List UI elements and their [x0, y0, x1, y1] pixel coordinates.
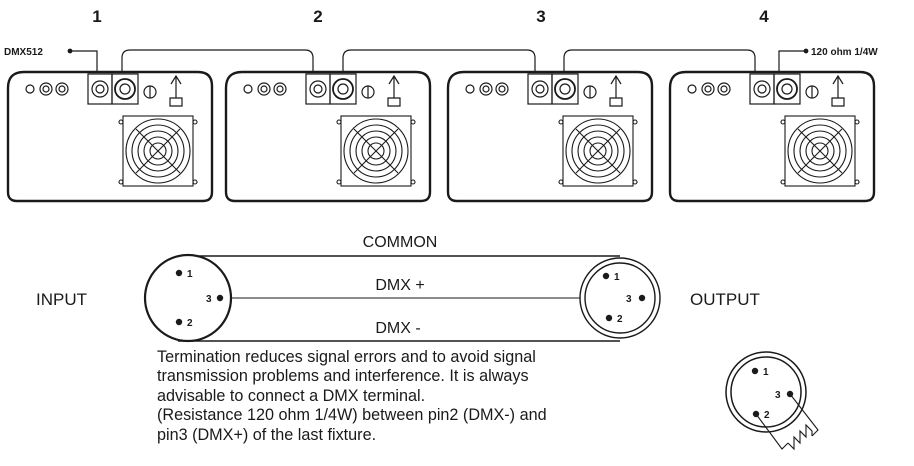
- output-pin-2-label: 2: [617, 314, 623, 325]
- note-line: Termination reduces signal errors and to…: [157, 348, 536, 366]
- dmx-minus-label: DMX -: [375, 320, 420, 337]
- input-pin-3-label: 3: [206, 294, 212, 305]
- cable-wires: [178, 255, 620, 342]
- output-connector: [579, 257, 661, 339]
- fixture-body: [668, 70, 876, 203]
- fixture-4: [668, 70, 876, 203]
- termination-resistor: [755, 393, 819, 451]
- output-label: OUTPUT: [690, 290, 760, 309]
- common-label: COMMON: [363, 234, 438, 251]
- note-line: pin3 (DMX+) of the last fixture.: [157, 425, 377, 444]
- input-label: INPUT: [36, 290, 87, 309]
- fan-grille-fixture-3: [558, 115, 638, 187]
- cable-3-to-4: [563, 49, 756, 73]
- fixture-2: [224, 70, 432, 203]
- fixture-body: [446, 70, 654, 203]
- terminator-lead: [778, 48, 809, 72]
- cable-1-to-2: [121, 49, 314, 73]
- fixture-panel-fixture-3: [465, 73, 623, 107]
- output-pin-1-label: 1: [614, 272, 620, 283]
- terminator-label: 120 ohm 1/4W: [811, 47, 878, 58]
- note-line: transmission problems and interference. …: [157, 367, 529, 386]
- terminator-pin-2-label: 2: [764, 410, 770, 421]
- fixture-panel-fixture-1: [25, 73, 183, 107]
- terminator-plug: [725, 351, 819, 451]
- fixture-number-4: 4: [759, 7, 769, 26]
- note-line: advisable to connect a DMX terminal.: [157, 386, 426, 405]
- terminator-pin-1-label: 1: [763, 367, 769, 378]
- note-line: (Resistance 120 ohm 1/4W) between pin2 (…: [157, 406, 547, 425]
- cable-2-to-3: [342, 49, 536, 73]
- fixture-number-3: 3: [536, 7, 545, 26]
- dmx-chain-cables: [121, 49, 756, 73]
- fixture-panel-fixture-2: [243, 73, 401, 107]
- fixture-body: [224, 70, 432, 203]
- fixture-panel-fixture-4: [687, 73, 845, 107]
- dmx512-input-label: DMX512: [4, 47, 43, 58]
- input-connector: [143, 253, 233, 343]
- fixture-3: [446, 70, 654, 203]
- fan-grille-fixture-4: [780, 115, 860, 187]
- terminator-pin-3-label: 3: [775, 390, 781, 401]
- input-pin-1-label: 1: [187, 269, 193, 280]
- fan-grille-fixture-2: [336, 115, 416, 187]
- fixture-number-2: 2: [313, 7, 322, 26]
- output-pin-3-label: 3: [626, 294, 632, 305]
- dmx512-input-lead: [67, 48, 98, 74]
- fan-grille-fixture-1: [118, 115, 198, 187]
- fixture-number-1: 1: [92, 7, 101, 26]
- fixture-body: [6, 70, 214, 203]
- termination-note: Termination reduces signal errors and to…: [157, 348, 627, 445]
- input-pin-2-label: 2: [187, 318, 193, 329]
- fixture-1: [6, 70, 214, 203]
- dmx-plus-label: DMX +: [375, 277, 424, 294]
